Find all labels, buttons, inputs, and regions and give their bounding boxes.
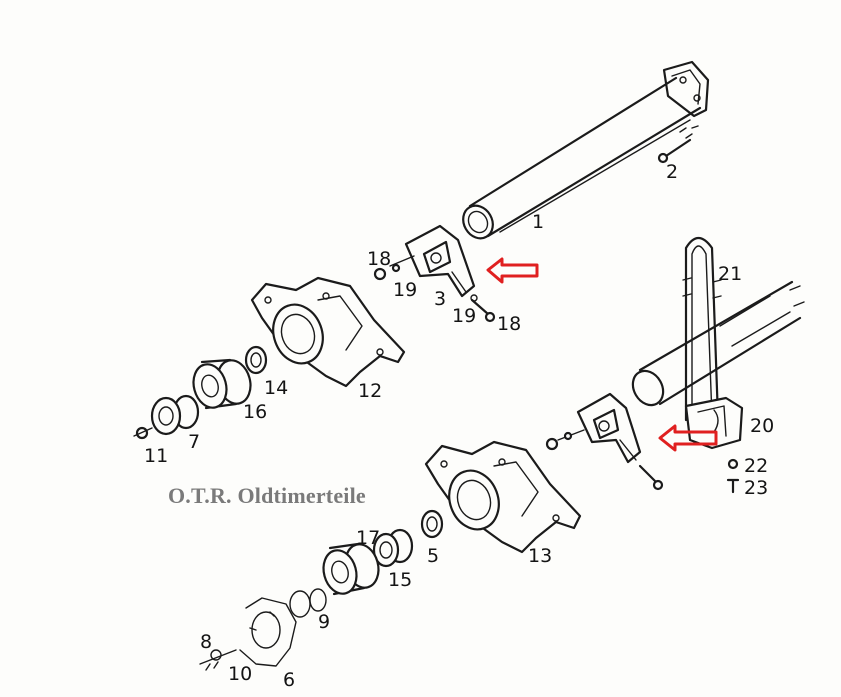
nut-part-11 [133,426,153,440]
callout-7: 7 [188,431,200,453]
callout-11: 11 [144,445,168,467]
bolt-part-2 [657,125,699,164]
nut-part-23 [726,478,740,494]
bearing-part-15 [372,528,414,568]
callout-13: 13 [528,545,552,567]
callout-1: 1 [532,211,544,233]
clamp-part-20 [684,396,744,450]
callout-12: 12 [358,380,382,402]
callout-18-lower: 18 [497,313,521,335]
tube-part-1 [462,60,710,240]
callout-6: 6 [283,669,295,691]
callout-15: 15 [388,569,412,591]
arrow-bracket-lower [658,424,718,452]
washer-part-9 [289,588,327,618]
bushing-part-17 [322,542,380,596]
callout-23: 23 [744,477,768,499]
bearing-housing-part-13 [424,440,582,554]
callout-10: 10 [228,663,252,685]
arrow-bracket-top [486,257,539,284]
callout-3: 3 [434,288,446,310]
nut-part-8 [210,649,222,661]
collar-part-14 [244,345,268,375]
bolt-part-18-top [373,263,401,281]
callout-2: 2 [666,161,678,183]
bolt-part-10 [199,649,237,671]
bearing-part-6 [239,597,297,667]
callout-9: 9 [318,611,330,633]
watermark-text: O.T.R. Oldtimerteile [168,483,366,508]
callout-5: 5 [427,545,439,567]
callout-21: 21 [718,263,742,285]
callout-22: 22 [744,455,768,477]
callout-14: 14 [264,377,288,399]
callout-20: 20 [750,415,774,437]
u-bolt-part-21 [682,236,722,422]
bushing-part-16 [192,358,252,410]
washer-part-22 [727,458,739,470]
callout-18-top: 18 [367,248,391,270]
bearing-part-7 [150,394,200,436]
tube-right [631,280,805,407]
callout-17: 17 [356,527,380,549]
bearing-housing-part-12 [250,276,406,388]
callout-8: 8 [200,631,212,653]
callout-19-top: 19 [393,279,417,301]
collar-part-5 [420,509,444,539]
callout-16: 16 [243,401,267,423]
callout-19-lower: 19 [452,305,476,327]
bolt-part-18-lower [470,294,496,323]
bracket-lower [545,392,664,491]
bracket-part-3 [389,224,476,298]
